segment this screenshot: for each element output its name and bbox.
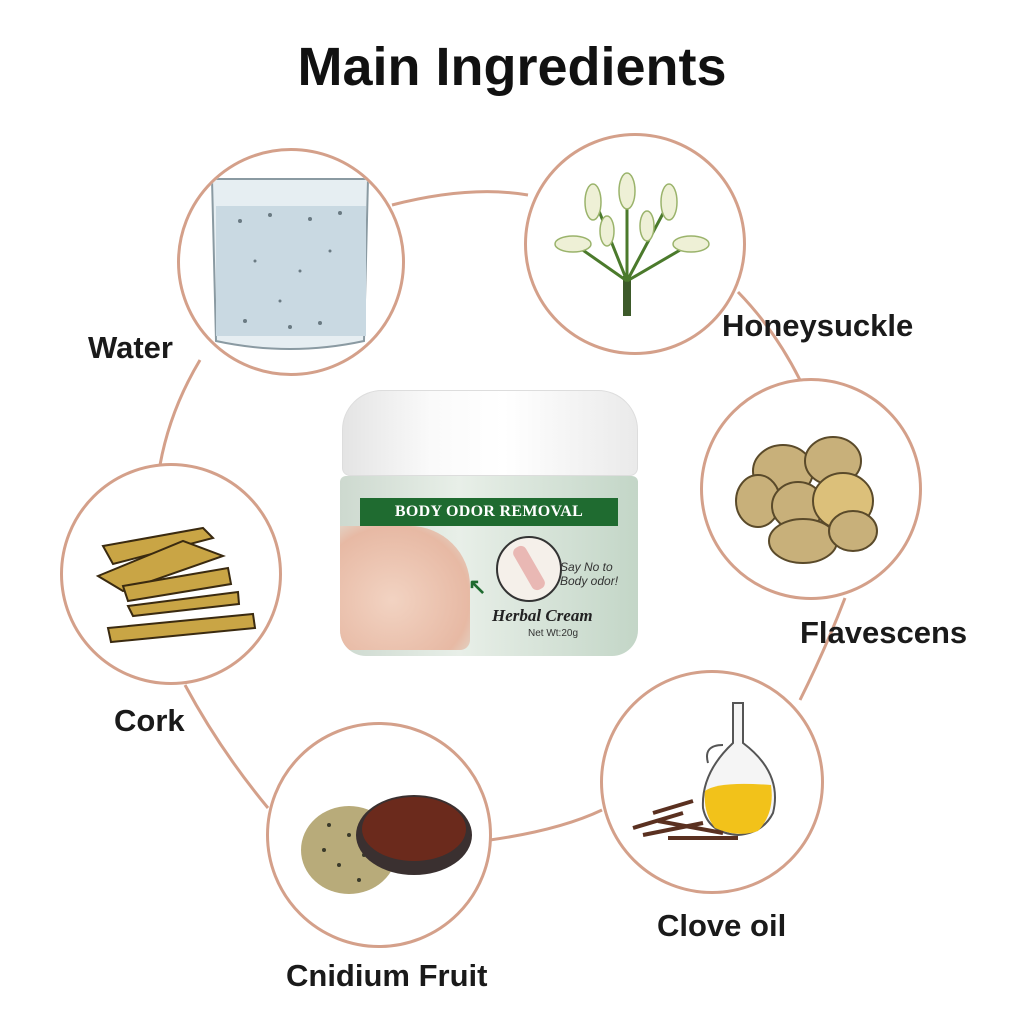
ingredient-label-honeysuckle: Honeysuckle [722,308,914,343]
ingredient-label-water: Water [88,330,173,365]
jar-lid [342,390,638,476]
underarm-badge-icon [496,536,562,602]
water-glass-icon [210,178,370,350]
ingredient-label-cnidium-fruit: Cnidium Fruit [286,958,488,993]
ingredient-circle-cnidium-fruit [266,722,492,948]
cnidium-seeds-icon [301,795,472,894]
ingredient-circle-water [177,148,405,376]
arrow-icon: ↖ [468,574,487,599]
ingredient-label-flavescens: Flavescens [800,615,968,650]
ingredient-circle-clove-oil [600,670,824,894]
product-type: Herbal Cream [492,606,593,625]
page-title: Main Ingredients [297,37,727,97]
flavescens-root-slices-icon [735,436,878,564]
jar-label: BODY ODOR REMOVAL ↖ Say No to Body odor!… [340,476,638,656]
honeysuckle-flower-icon [554,172,710,316]
product-jar: BODY ODOR REMOVAL ↖ Say No to Body odor!… [336,390,642,660]
clove-oil-bottle-icon [632,702,776,840]
ingredient-circle-cork [60,463,282,685]
ingredient-label-cork: Cork [114,703,185,738]
product-band-title: BODY ODOR REMOVAL [360,498,618,526]
net-weight: Net Wt:20g [528,628,579,639]
ingredient-label-clove-oil: Clove oil [657,908,787,943]
ingredient-circle-flavescens [700,378,922,600]
product-slogan: Say No to Body odor! [560,560,619,588]
model-illustration [340,526,470,650]
ingredient-circle-honeysuckle [524,133,746,355]
cork-bark-icon [95,526,257,644]
